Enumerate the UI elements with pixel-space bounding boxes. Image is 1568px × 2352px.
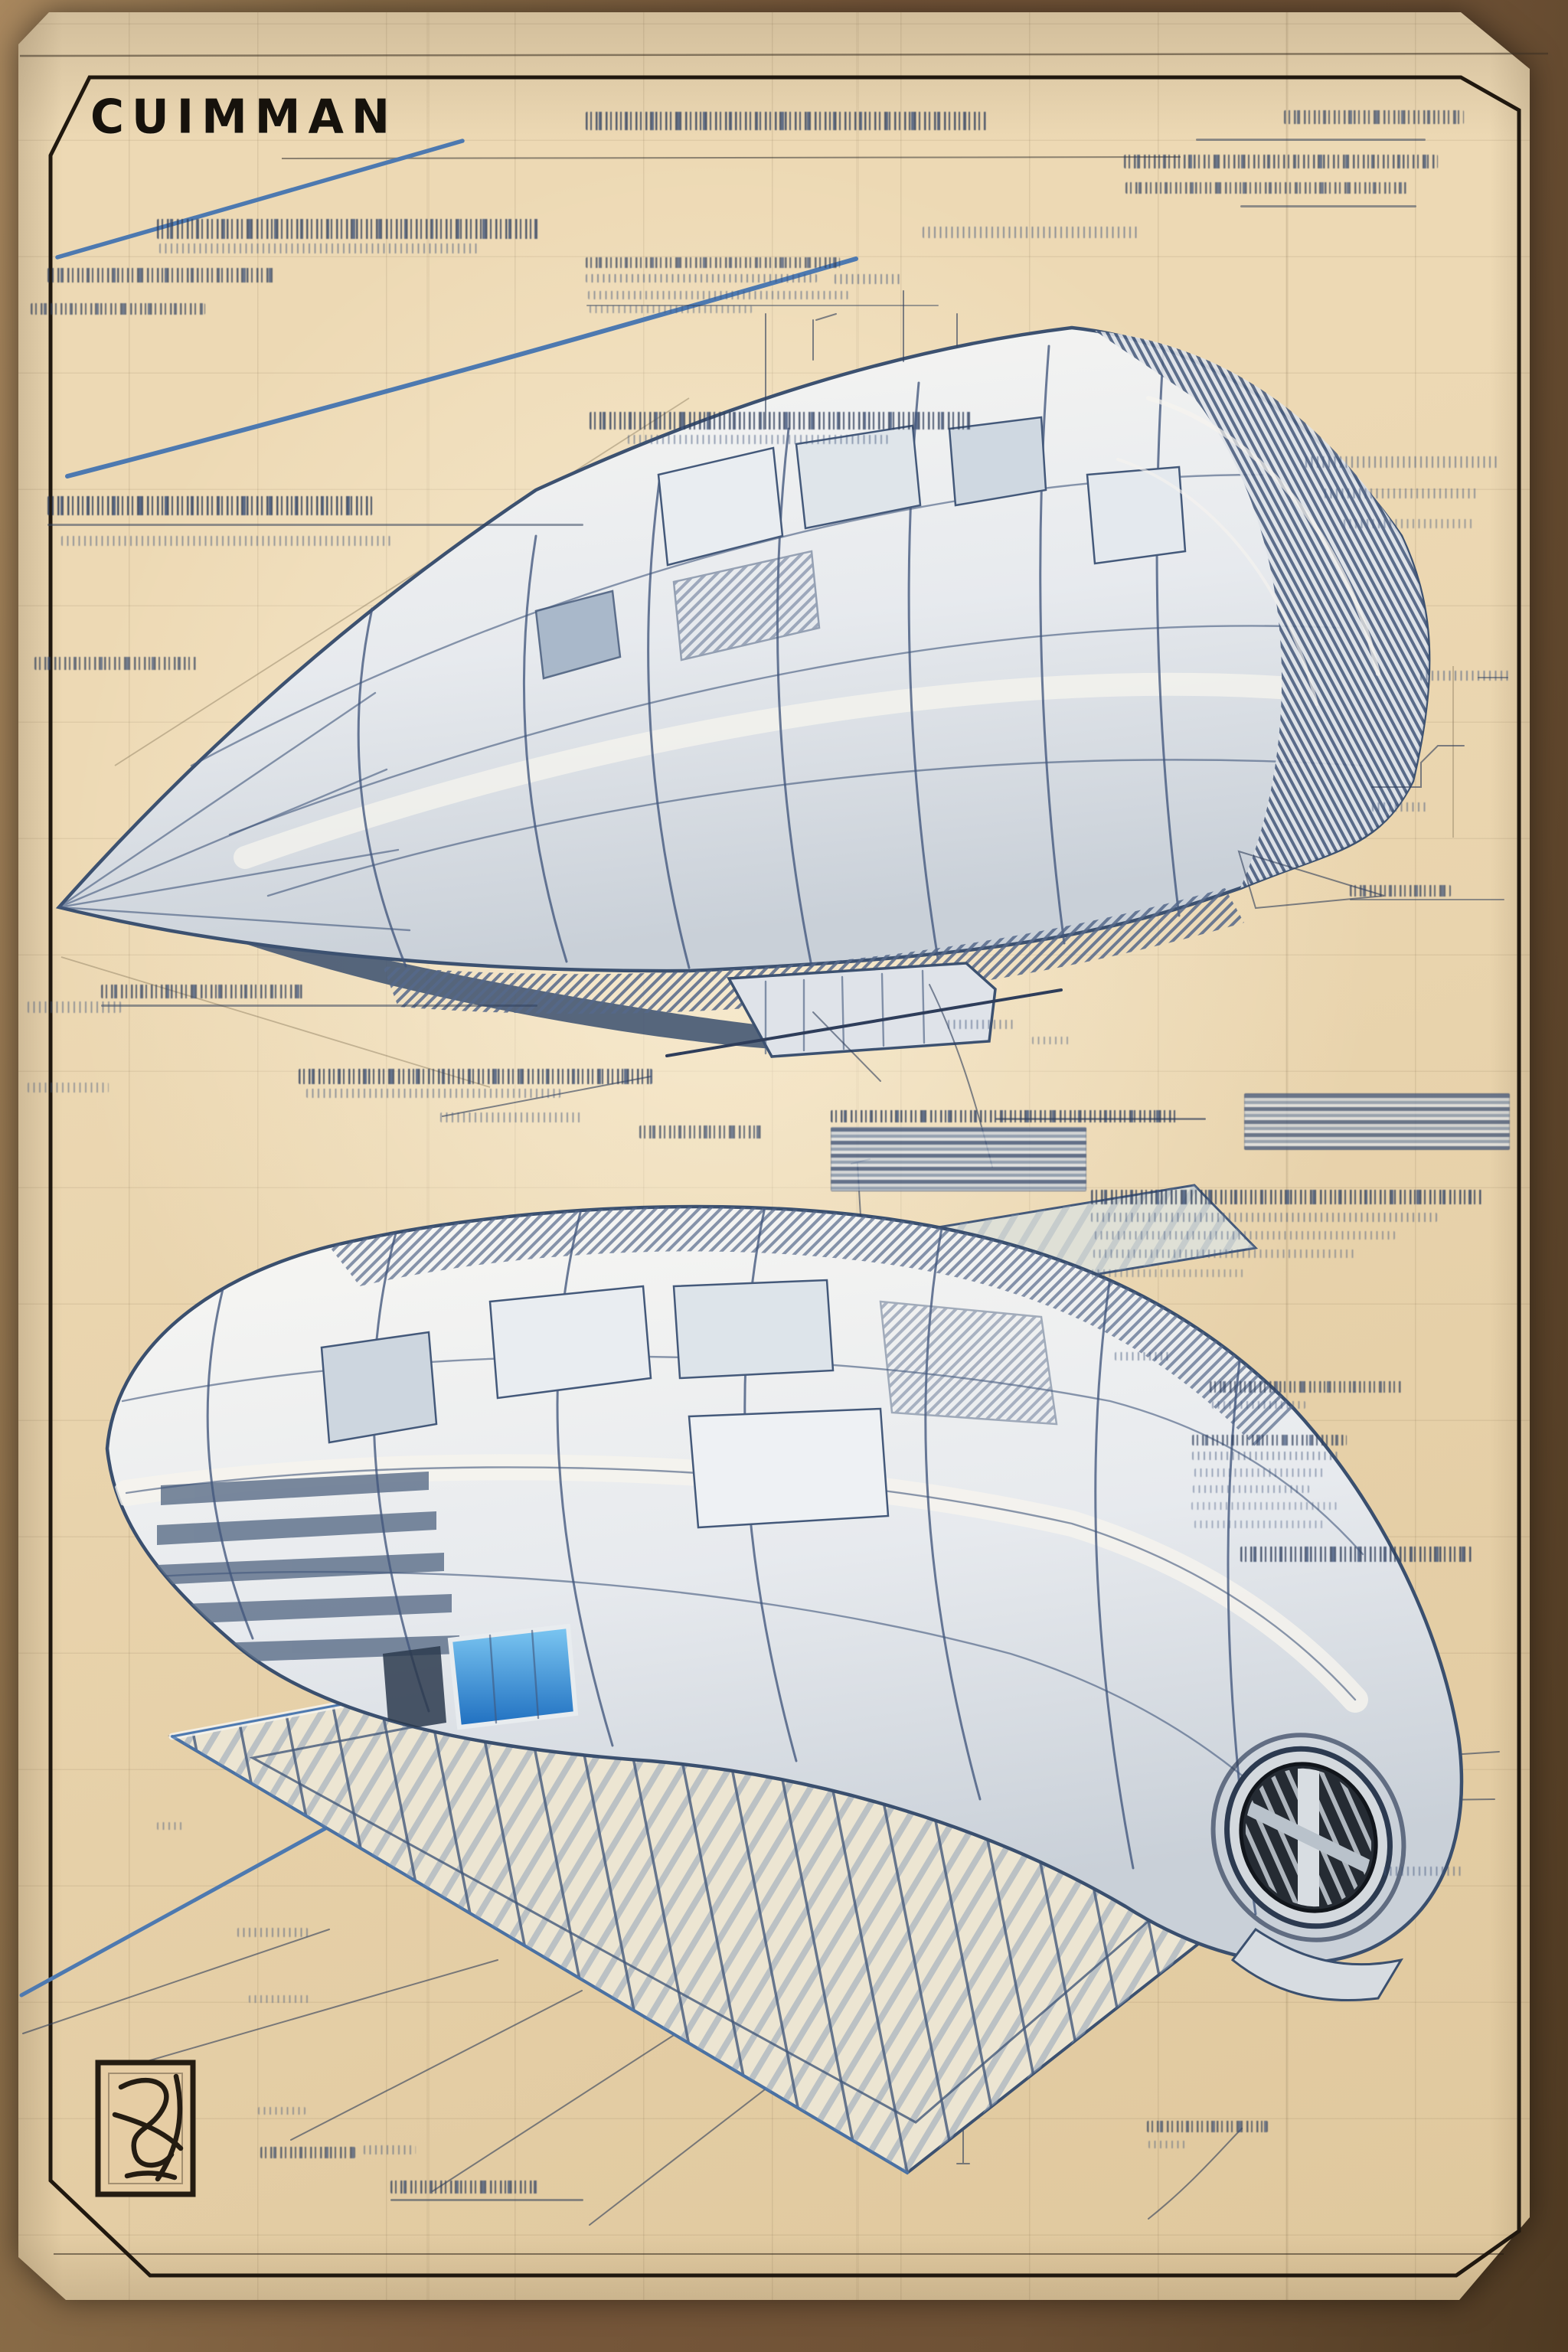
gondola [665,962,1063,1058]
engine-nozzle [1210,1733,1406,1942]
transverse-ribs [647,345,1181,969]
hull-panels [534,416,1187,680]
cockpit-window [447,1623,579,1730]
side-window-dark [383,1646,446,1732]
top-ship-side-view [55,313,1431,1058]
under-hatch-band [383,888,1244,1014]
turbine-slats [1227,1748,1390,1927]
aft-flap [1230,1927,1404,2001]
seal-calligraphy [112,2073,184,2182]
lower-ship-aft-view [105,1158,1464,2175]
black-border-frame [19,52,1549,2278]
seal-stamp [95,2060,196,2197]
construction-lines [60,397,1454,2164]
tail-dome [1095,331,1429,888]
logotype-title: CUIMMAN [90,90,398,145]
keel-blade [191,916,813,1050]
